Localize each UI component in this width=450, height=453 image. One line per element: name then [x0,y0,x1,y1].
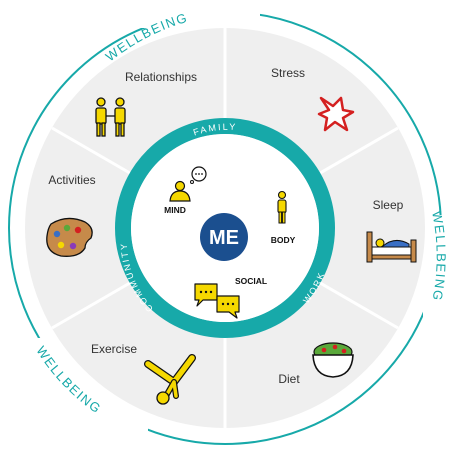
segment-label-diet: Diet [278,372,300,386]
bed-icon [366,231,417,263]
body-person-icon [277,190,287,224]
paint-palette-icon [46,217,93,257]
wellbeing-gap-right [423,215,449,347]
me-circle [200,213,248,261]
segment-label-relationships: Relationships [125,70,197,84]
cartwheel-person-icon [144,354,196,405]
stress-burst-icon [317,96,355,132]
segment-label-activities: Activities [48,173,95,187]
salad-bowl-icon [312,342,354,378]
two-people-icon [95,97,126,137]
segment-label-sleep: Sleep [373,198,404,212]
social-label: SOCIAL [235,276,267,286]
body-label: BODY [271,235,296,245]
inner-teal-ring [115,118,335,338]
me-label: ME [209,227,239,249]
wellbeing-label-right: WELLBEING [429,210,449,303]
wellbeing-gap-top [128,6,260,28]
mind-thought-icon [169,166,207,202]
segment-label-exercise: Exercise [91,342,137,356]
mind-label: MIND [164,205,186,215]
segment-label-stress: Stress [271,66,305,80]
social-speech-bubbles-icon [194,283,240,319]
